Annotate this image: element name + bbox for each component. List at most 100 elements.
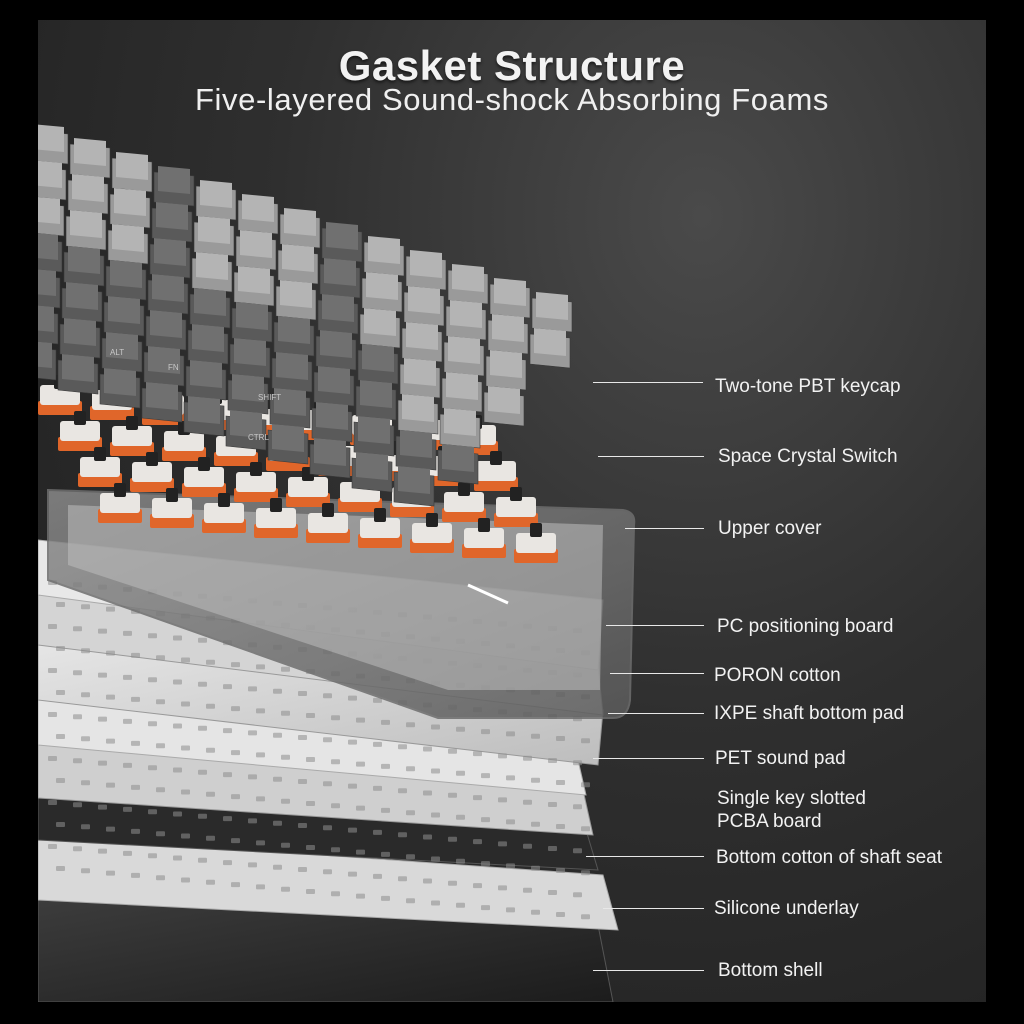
keycap-top	[534, 328, 566, 356]
page-title: Gasket Structure	[338, 42, 686, 89]
plate-hole	[148, 633, 157, 639]
plate-hole	[181, 701, 190, 707]
plate-hole	[148, 809, 157, 815]
plate-hole	[73, 626, 82, 632]
plate-hole	[323, 825, 332, 831]
switch-housing	[60, 421, 100, 441]
keycap-top	[238, 266, 270, 294]
plate-hole	[431, 900, 440, 906]
switch-housing	[132, 462, 172, 482]
plate-hole	[473, 751, 482, 757]
keycap-top	[198, 216, 230, 244]
keycap-legend: SHIFT	[258, 393, 281, 402]
plate-hole	[48, 624, 57, 629]
switch-housing	[100, 493, 140, 513]
plate-hole	[456, 726, 465, 732]
plate-hole	[131, 652, 140, 658]
keycap-top	[158, 166, 190, 194]
plate-hole	[98, 628, 107, 634]
plate-hole	[348, 783, 357, 789]
plate-hole	[356, 717, 365, 723]
plate-hole	[373, 785, 382, 791]
switch-housing	[496, 497, 536, 517]
switch-stem	[490, 451, 502, 465]
keycap-top	[492, 314, 524, 342]
plate-hole	[156, 655, 165, 661]
plate-hole	[223, 728, 232, 734]
plate-hole	[498, 885, 507, 891]
plate-hole	[298, 867, 307, 872]
switch-housing	[236, 472, 276, 492]
plate-hole	[523, 755, 532, 761]
keycap-top	[322, 294, 354, 322]
plate-hole	[323, 737, 332, 743]
plate-hole	[298, 823, 307, 828]
plate-hole	[156, 743, 165, 749]
plate-hole	[98, 760, 107, 766]
plate-hole	[98, 804, 107, 810]
plate-hole	[498, 841, 507, 847]
plate-hole	[248, 774, 257, 780]
keycap-top	[38, 341, 52, 368]
keycap-top	[230, 410, 262, 438]
switch-stem	[250, 462, 262, 476]
keycap-top	[66, 282, 98, 310]
plate-hole	[506, 863, 515, 869]
plate-hole	[273, 864, 282, 870]
keycap-top	[326, 222, 358, 250]
switch-housing	[288, 477, 328, 497]
plate-hole	[356, 849, 365, 855]
keycap-top	[404, 358, 436, 386]
plate-hole	[506, 819, 515, 825]
plate-hole	[498, 753, 507, 759]
plate-hole	[331, 715, 340, 721]
plate-hole	[448, 836, 457, 842]
plate-hole	[106, 606, 115, 612]
plate-hole	[73, 758, 82, 764]
plate-hole	[306, 757, 315, 762]
switch-stem	[218, 493, 230, 507]
keycap-top	[150, 310, 182, 338]
plate-hole	[581, 826, 590, 832]
plate-hole	[581, 870, 590, 876]
keycap-top	[68, 246, 100, 274]
plate-hole	[431, 724, 440, 730]
plate-hole	[56, 690, 65, 695]
keycap-top	[106, 332, 138, 360]
plate-hole	[156, 831, 165, 837]
keycap-top	[188, 396, 220, 424]
leader-line	[586, 856, 704, 857]
switch-housing	[360, 518, 400, 538]
plate-hole	[373, 829, 382, 835]
plate-hole	[381, 763, 390, 769]
plate-hole	[523, 799, 532, 805]
plate-hole	[173, 679, 182, 685]
keycap-top	[360, 380, 392, 408]
switch-stem	[114, 483, 126, 497]
plate-hole	[173, 635, 182, 641]
plate-hole	[198, 813, 207, 819]
plate-hole	[506, 731, 515, 737]
plate-hole	[406, 810, 415, 816]
plate-hole	[206, 879, 215, 885]
plate-hole	[56, 866, 65, 871]
plate-hole	[456, 770, 465, 776]
plate-hole	[223, 772, 232, 778]
keycap-top	[114, 188, 146, 216]
plate-hole	[381, 895, 390, 901]
plate-hole	[406, 766, 415, 772]
keycap-top	[234, 338, 266, 366]
switch-stem	[146, 452, 158, 466]
plate-hole	[281, 886, 290, 892]
plate-hole	[298, 779, 307, 784]
plate-hole	[273, 776, 282, 782]
plate-hole	[56, 646, 65, 651]
keycap-top	[490, 350, 522, 378]
keycap-top	[200, 180, 232, 208]
plate-hole	[331, 847, 340, 853]
plate-hole	[556, 824, 565, 829]
label-ixpe: IXPE shaft bottom pad	[714, 703, 905, 724]
label-silicone: Silicone underlay	[714, 898, 859, 919]
plate-hole	[348, 827, 357, 833]
plate-hole	[248, 686, 257, 692]
